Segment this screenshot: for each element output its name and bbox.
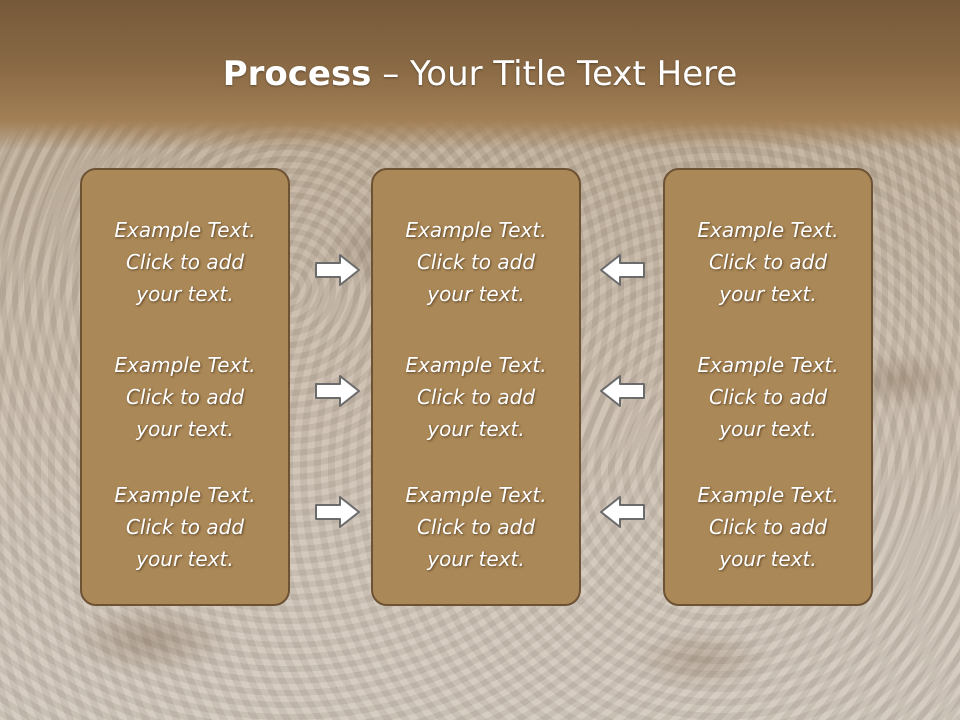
text-placeholder[interactable]: Example Text. Click to add your text. bbox=[665, 214, 871, 310]
text-placeholder[interactable]: Example Text. Click to add your text. bbox=[665, 349, 871, 445]
text-placeholder[interactable]: Example Text. Click to add your text. bbox=[665, 479, 871, 575]
right-arrow-icon bbox=[315, 375, 360, 407]
text-line: Click to add bbox=[125, 515, 245, 539]
text-line: Example Text. bbox=[697, 353, 839, 377]
text-line: Example Text. bbox=[405, 483, 547, 507]
text-line: Click to add bbox=[416, 515, 536, 539]
title-bold-part: Process bbox=[222, 54, 372, 94]
text-line: Example Text. bbox=[114, 218, 256, 242]
text-line: Click to add bbox=[125, 250, 245, 274]
text-placeholder[interactable]: Example Text. Click to add your text. bbox=[373, 349, 579, 445]
text-placeholder[interactable]: Example Text. Click to add your text. bbox=[373, 214, 579, 310]
text-line: Click to add bbox=[708, 250, 828, 274]
header-band bbox=[0, 0, 960, 150]
title-rest-part: – Your Title Text Here bbox=[371, 54, 738, 94]
text-line: your text. bbox=[719, 547, 817, 571]
right-arrow-icon bbox=[315, 254, 360, 286]
process-box-left[interactable]: Example Text. Click to add your text. Ex… bbox=[80, 168, 290, 606]
text-line: Click to add bbox=[416, 385, 536, 409]
text-line: your text. bbox=[427, 417, 525, 441]
left-arrow-icon bbox=[600, 254, 645, 286]
text-line: Example Text. bbox=[405, 353, 547, 377]
text-line: your text. bbox=[136, 547, 234, 571]
text-line: Click to add bbox=[708, 385, 828, 409]
text-placeholder[interactable]: Example Text. Click to add your text. bbox=[82, 479, 288, 575]
text-line: Example Text. bbox=[114, 483, 256, 507]
process-box-center[interactable]: Example Text. Click to add your text. Ex… bbox=[371, 168, 581, 606]
text-line: Click to add bbox=[708, 515, 828, 539]
text-placeholder[interactable]: Example Text. Click to add your text. bbox=[373, 479, 579, 575]
text-line: your text. bbox=[136, 417, 234, 441]
text-line: your text. bbox=[427, 282, 525, 306]
text-line: Click to add bbox=[125, 385, 245, 409]
left-arrow-icon bbox=[600, 496, 645, 528]
text-line: Example Text. bbox=[697, 483, 839, 507]
text-placeholder[interactable]: Example Text. Click to add your text. bbox=[82, 349, 288, 445]
right-arrow-icon bbox=[315, 496, 360, 528]
text-line: Click to add bbox=[416, 250, 536, 274]
text-line: Example Text. bbox=[697, 218, 839, 242]
left-arrow-icon bbox=[600, 375, 645, 407]
text-line: Example Text. bbox=[405, 218, 547, 242]
text-line: your text. bbox=[136, 282, 234, 306]
text-line: your text. bbox=[719, 417, 817, 441]
text-line: Example Text. bbox=[114, 353, 256, 377]
text-line: your text. bbox=[719, 282, 817, 306]
process-box-right[interactable]: Example Text. Click to add your text. Ex… bbox=[663, 168, 873, 606]
slide-title[interactable]: Process – Your Title Text Here bbox=[0, 52, 960, 96]
text-line: your text. bbox=[427, 547, 525, 571]
text-placeholder[interactable]: Example Text. Click to add your text. bbox=[82, 214, 288, 310]
